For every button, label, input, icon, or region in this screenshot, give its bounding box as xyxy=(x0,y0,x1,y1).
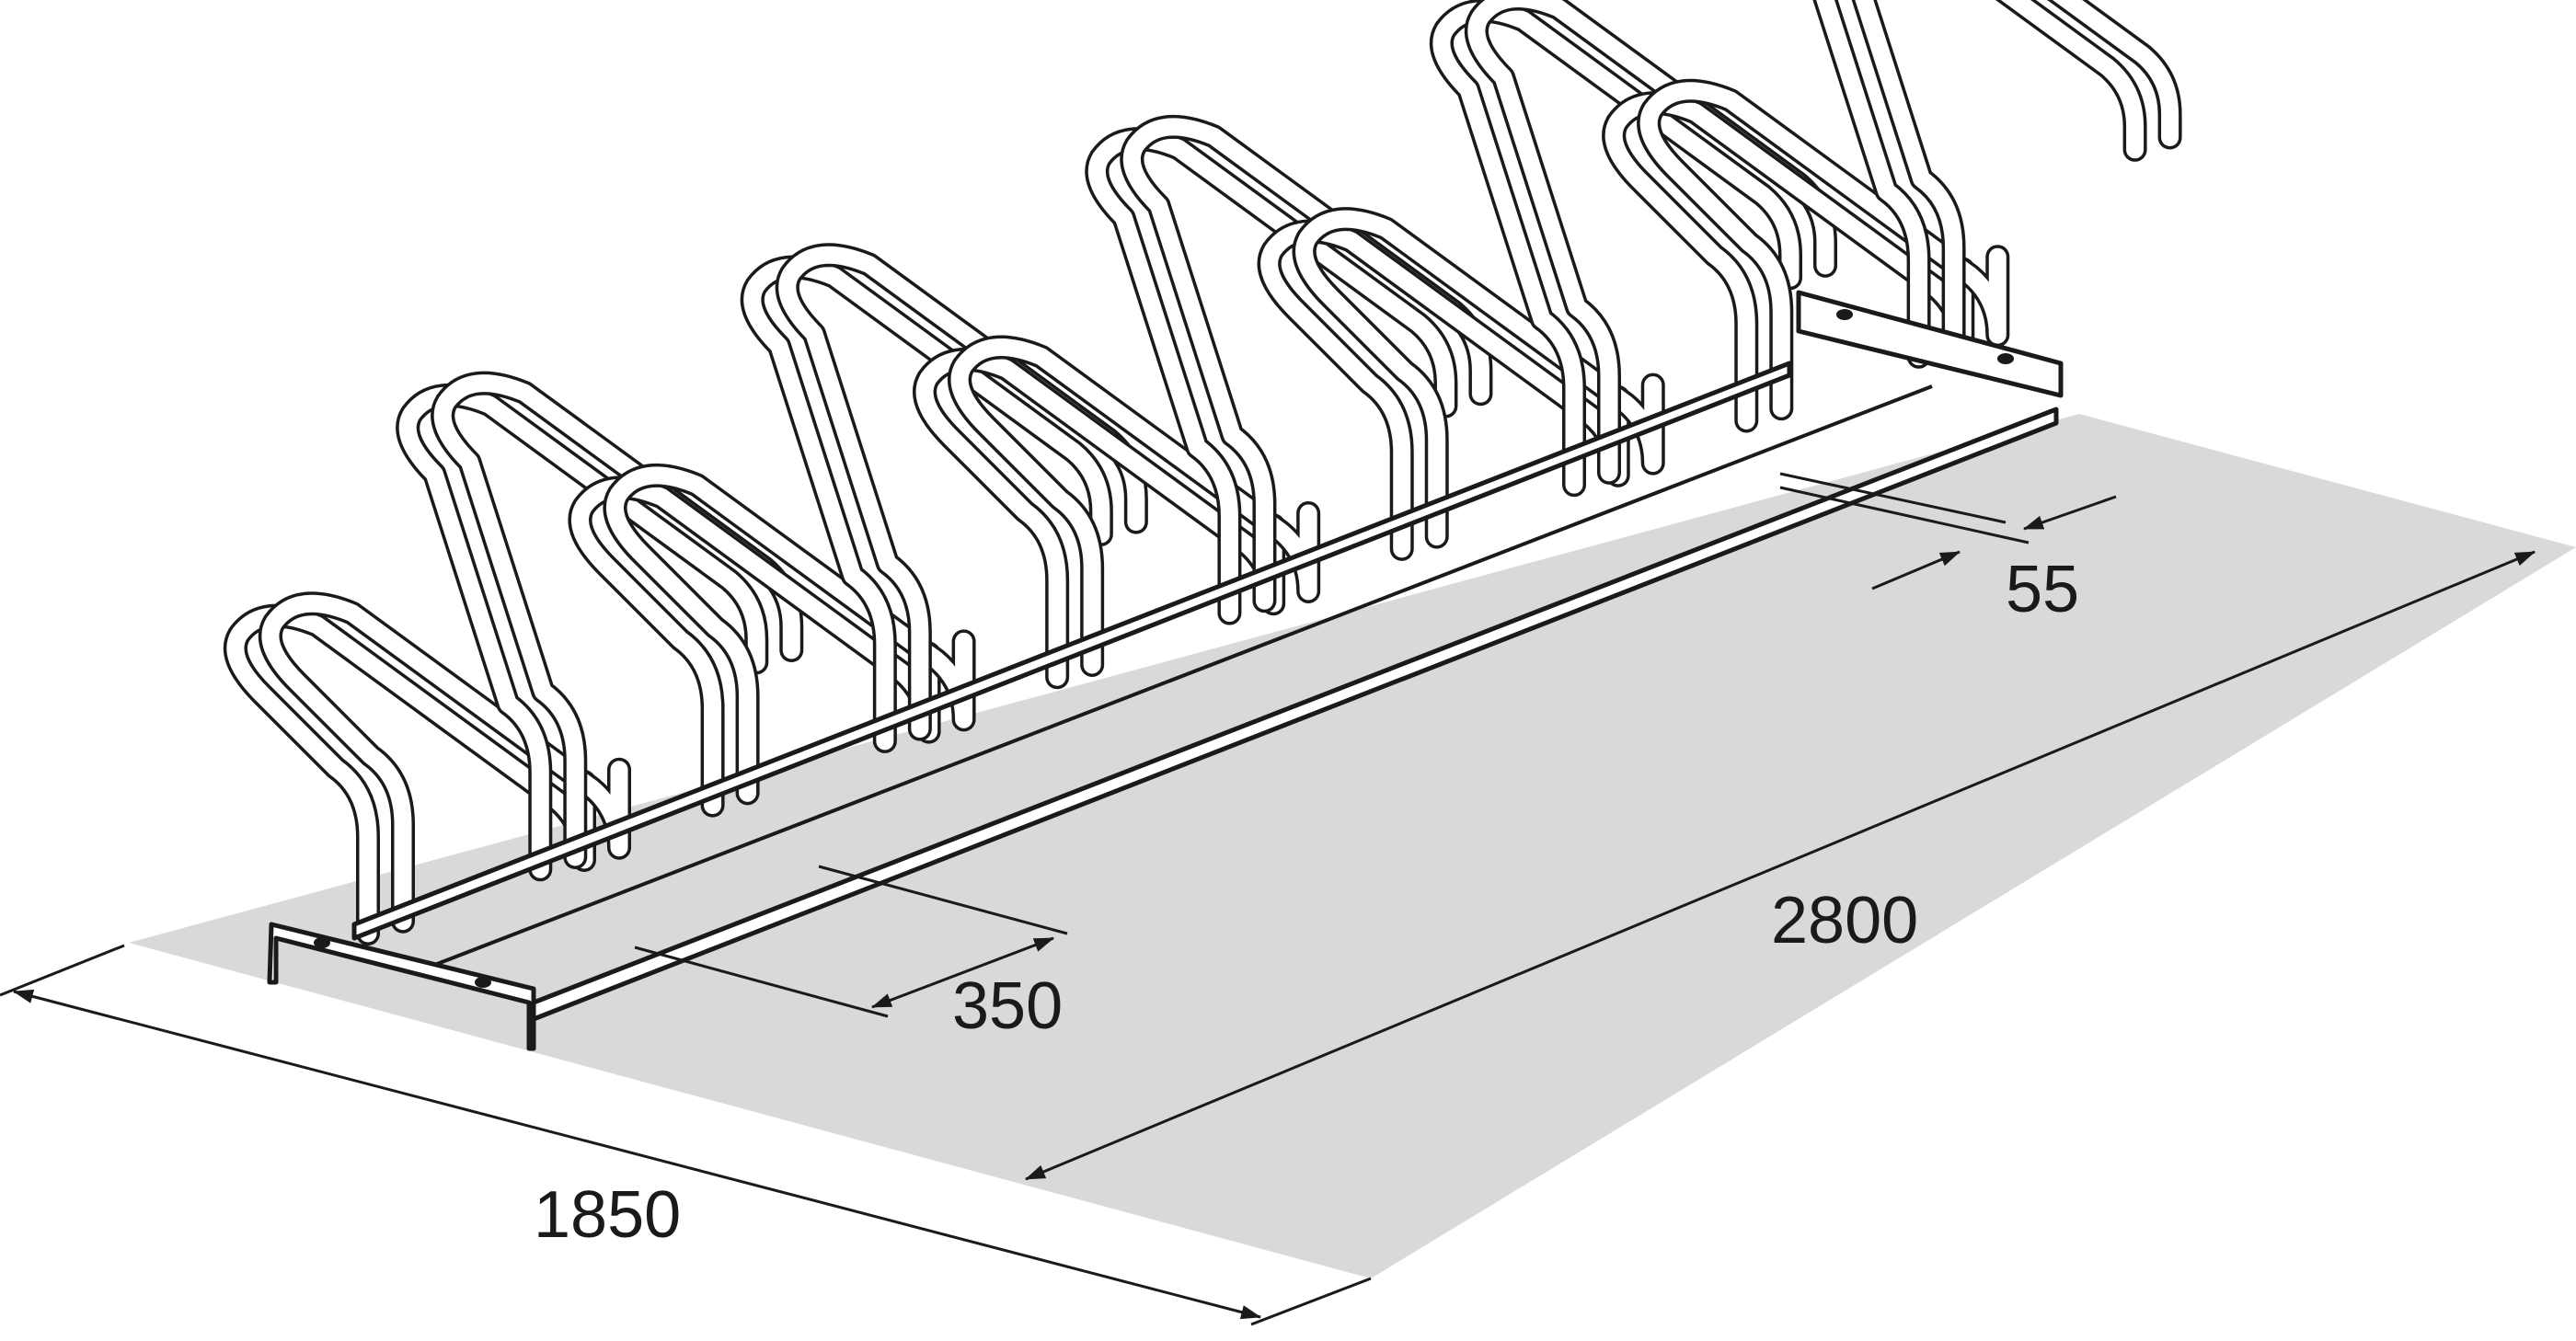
stand-tube-fill xyxy=(1855,0,2179,354)
spacing-dimension-line xyxy=(870,936,1055,1009)
mounting-hole xyxy=(314,937,330,948)
right-end-plate xyxy=(1796,290,2064,398)
width-dimension-line xyxy=(12,989,1262,1320)
stand-tube-fill xyxy=(1816,0,2145,366)
stand-tube-fill xyxy=(1432,2,1800,494)
length-dimension-line xyxy=(1024,550,2536,1181)
stand-tube-fill xyxy=(743,258,1110,751)
stand-tube-fill xyxy=(398,386,765,878)
bike-stand xyxy=(1812,0,2182,369)
spacing-dimension-label: 350 xyxy=(952,969,1063,1043)
mounting-hole xyxy=(1997,353,2014,364)
stand-tube-fill xyxy=(1639,82,2007,418)
mounting-hole xyxy=(475,977,491,988)
offset-extension-a xyxy=(1779,472,2007,524)
stand-tube-fill xyxy=(1295,210,1662,546)
offset-arrow-left xyxy=(1871,550,1961,590)
mounting-holes xyxy=(314,309,2014,988)
offset-dimension-label: 55 xyxy=(2006,553,2079,626)
stand-tube-fill xyxy=(950,338,1317,674)
offset-arrow-right xyxy=(2022,495,2117,531)
spacing-extension-b xyxy=(818,865,1068,935)
stand-tube-fill xyxy=(261,594,628,931)
length-dimension-label: 2800 xyxy=(1771,884,1918,957)
width-extension-right xyxy=(1250,1277,1372,1326)
width-extension-left xyxy=(0,944,125,997)
stand-tube-fill xyxy=(1087,130,1455,623)
spacing-extension-a xyxy=(634,946,889,1018)
offset-extension-b xyxy=(1779,486,2030,544)
width-dimension-label: 1850 xyxy=(534,1178,681,1252)
dimension-lines xyxy=(0,472,2536,1326)
stands-group xyxy=(224,0,2182,946)
mounting-hole xyxy=(1836,309,1853,320)
stand-tube-fill xyxy=(606,466,973,802)
